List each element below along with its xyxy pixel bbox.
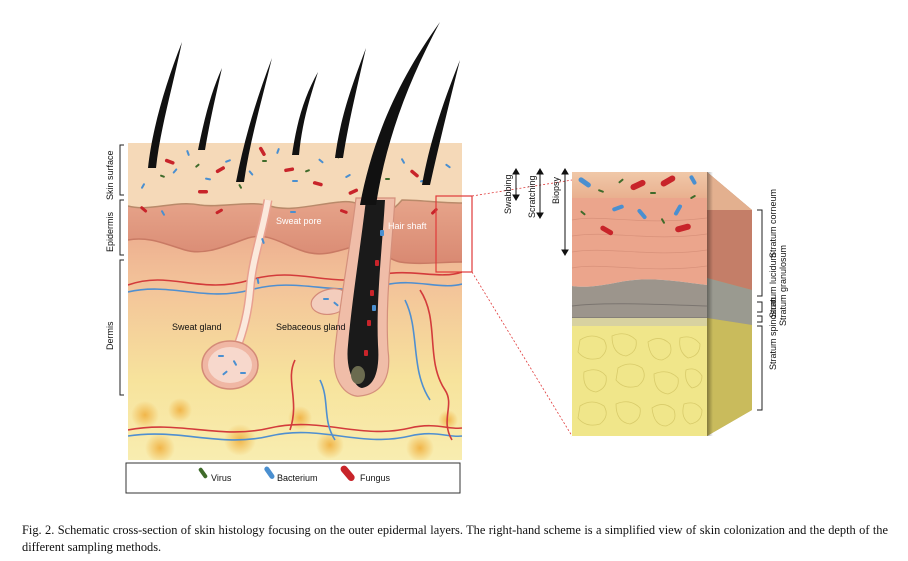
biopsy-label: Biopsy [551, 176, 561, 204]
stratum-spinosum-label: Stratum spinosum [768, 297, 778, 370]
svg-text:Fungus: Fungus [360, 473, 391, 483]
scratching-label: Scratching [527, 175, 537, 218]
figure-caption: Fig. 2. Schematic cross-section of skin … [22, 522, 888, 556]
swabbing-label: Swabbing [503, 174, 513, 214]
stratum-granulosum-label: Stratum granulosum [778, 245, 788, 326]
svg-text:Bacterium: Bacterium [277, 473, 318, 483]
hair-shaft-label: Hair shaft [388, 221, 427, 231]
sweat-gland-label: Sweat gland [172, 322, 222, 332]
left-brackets [120, 145, 124, 395]
skin-histology-figure: Sweat pore Hair shaft Sweat gland Sebace… [0, 0, 908, 500]
skin-block-3d [572, 172, 752, 436]
svg-text:Virus: Virus [211, 473, 232, 483]
sebaceous-gland-label: Sebaceous gland [276, 322, 346, 332]
skin-cross-section [128, 22, 462, 463]
stratum-corneum-label: Stratum corneum [768, 189, 778, 258]
legend: Virus Bacterium Fungus [126, 463, 460, 493]
skin-surface-label: Skin surface [105, 150, 115, 200]
epidermis-label: Epidermis [105, 211, 115, 252]
dermis-label: Dermis [105, 321, 115, 350]
right-brackets [757, 210, 762, 410]
sweat-pore-label: Sweat pore [276, 216, 322, 226]
zoom-connectors [472, 180, 572, 436]
